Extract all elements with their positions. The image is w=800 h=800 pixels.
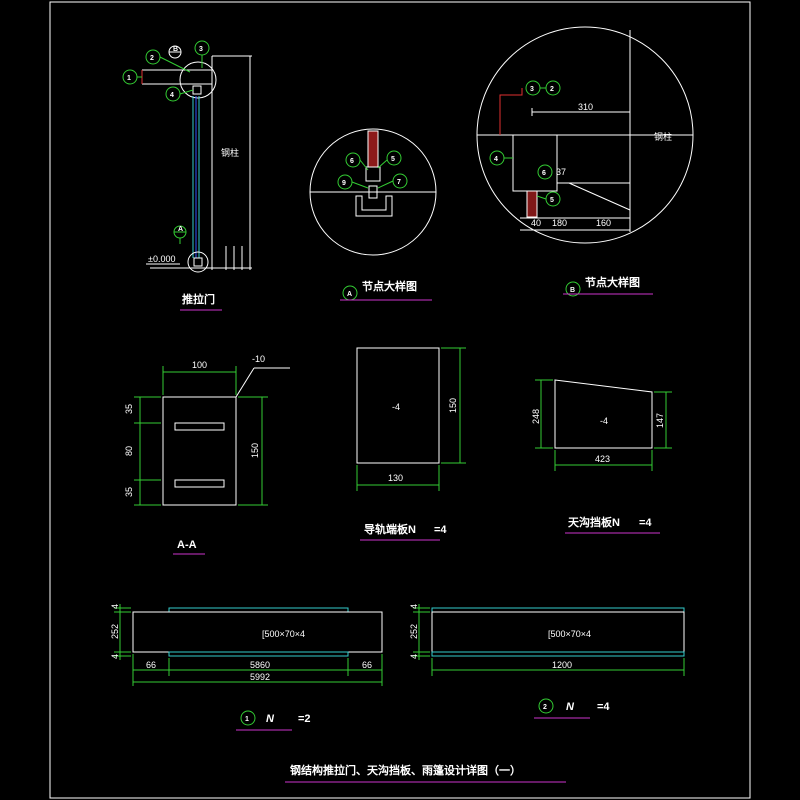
beam-2-n-label: N [566, 701, 575, 713]
node-b-dim-180: 180 [552, 218, 567, 228]
sheet-border [49, 1, 751, 799]
node-b-callout-6: 6 [537, 164, 553, 180]
beam-1-qty: =2 [298, 713, 311, 725]
beam-2-dim-4-top: 4 [409, 604, 419, 609]
callout-3-number: 3 [199, 46, 203, 53]
beam-2-qty: =4 [597, 701, 610, 713]
node-b-callout-2-number: 2 [550, 86, 554, 93]
node-a-title-mark-letter: A [347, 291, 352, 298]
node-b-detail: 310 钢柱 37 40 180 160 3 2 4 6 [476, 26, 694, 297]
node-a-callout-6-number: 6 [350, 158, 354, 165]
beam-2-section-label: [500×70×4 [548, 629, 591, 639]
rail-end-plate-qty: =4 [434, 524, 447, 536]
beam-1-dim-4-top: 4 [110, 604, 120, 609]
beam-1-dim-4-bottom: 4 [110, 654, 120, 659]
sliding-door-title: 推拉门 [182, 292, 215, 306]
aa-dim-150: 150 [250, 443, 260, 458]
gutter-plate-qty: =4 [639, 517, 652, 529]
node-a-title: 节点大样图 [362, 279, 417, 293]
section-mark-b-top: B [168, 45, 182, 59]
beam-2-dim-252: 252 [409, 624, 419, 639]
node-a-callout-7: 7 [377, 173, 408, 189]
beam-1-mark: 1 [240, 710, 256, 726]
gutter-dim-147: 147 [655, 413, 665, 428]
node-b-dim-310: 310 [578, 102, 593, 112]
node-b-callout-4-number: 4 [494, 156, 498, 163]
node-b-title-mark: B [565, 281, 581, 297]
beam-2: [500×70×4 4 252 4 1200 2 N =4 [409, 604, 685, 719]
callout-3: 3 [194, 40, 210, 68]
node-a-callout-9: 9 [337, 174, 369, 190]
node-b-dim-160: 160 [596, 218, 611, 228]
gutter-dim-248: 248 [531, 409, 541, 424]
node-a-callout-9-number: 9 [342, 180, 346, 187]
beam-1-dim-252: 252 [110, 624, 120, 639]
rail-end-plate: -4 130 150 导轨端板N =4 [356, 347, 466, 541]
node-a-callout-5-number: 5 [391, 156, 395, 163]
node-a-callout-5: 5 [377, 150, 402, 169]
beam-2-mark: 2 [538, 698, 554, 714]
section-mark-a: A [173, 225, 187, 244]
node-b-callout-3-number: 3 [530, 86, 534, 93]
beam-2-dim-1200: 1200 [552, 660, 572, 670]
main-title: 钢结构推拉门、天沟挡板、雨篷设计详图（一） [290, 763, 521, 777]
node-a-callout-7-number: 7 [397, 179, 401, 186]
node-b-steel-column-label: 钢柱 [654, 131, 672, 142]
rail-dim-150: 150 [448, 398, 458, 413]
aa-dim-35-bottom: 35 [124, 487, 134, 497]
beam-1-dim-5992: 5992 [250, 672, 270, 682]
beam-1-section-label: [500×70×4 [262, 629, 305, 639]
node-b-callout-5-number: 5 [550, 197, 554, 204]
gutter-dim-423: 423 [595, 454, 610, 464]
rail-plate-thickness: -4 [392, 402, 400, 412]
section-aa: 100 -10 35 80 35 150 A-A [124, 354, 290, 555]
gutter-plate-thickness: -4 [600, 416, 608, 426]
node-b-callout-5: 5 [536, 191, 561, 207]
aa-dim-35-top: 35 [124, 404, 134, 414]
section-mark-a-letter: A [178, 226, 183, 233]
callout-2-number: 2 [150, 55, 154, 62]
beam-1-n-label: N [266, 713, 275, 725]
node-b-title-mark-letter: B [570, 287, 575, 294]
callout-4: 4 [165, 86, 194, 102]
node-a-callout-6: 6 [345, 152, 369, 171]
sliding-door-elevation: 钢柱 ±0.000 1 2 B 3 4 [122, 40, 252, 311]
beam-1-mark-number: 1 [245, 716, 249, 723]
steel-column-label: 钢柱 [221, 147, 239, 158]
elevation-label: ±0.000 [148, 254, 175, 264]
beam-1-dim-5860: 5860 [250, 660, 270, 670]
node-b-dim-37: 37 [556, 167, 566, 177]
aa-dim-80: 80 [124, 446, 134, 456]
beam-1-dim-66-right: 66 [362, 660, 372, 670]
section-aa-title: A-A [177, 539, 197, 551]
node-b-dim-40: 40 [531, 218, 541, 228]
callout-4-number: 4 [170, 92, 174, 99]
callout-1: 1 [122, 69, 142, 85]
beam-1: [500×70×4 4 252 4 66 5860 66 5992 1 N =2 [110, 604, 383, 731]
section-mark-b-top-letter: B [173, 46, 178, 53]
rail-end-plate-title: 导轨端板N [364, 522, 416, 536]
gutter-baffle-plate: -4 248 423 147 天沟挡板N =4 [531, 379, 672, 534]
callout-1-number: 1 [127, 75, 131, 82]
beam-1-dim-66-left: 66 [146, 660, 156, 670]
node-b-callout-4: 4 [489, 150, 513, 166]
beam-2-mark-number: 2 [543, 704, 547, 711]
aa-dim-100: 100 [192, 360, 207, 370]
gutter-plate-title: 天沟挡板N [568, 515, 620, 529]
callout-2: 2 [145, 49, 191, 73]
node-b-title: 节点大样图 [585, 275, 640, 289]
aa-plate-thickness: -10 [252, 354, 265, 364]
beam-2-dim-4-bottom: 4 [409, 654, 419, 659]
rail-dim-130: 130 [388, 473, 403, 483]
node-a-detail: 6 5 9 7 A 节点大样图 [309, 128, 437, 301]
node-b-callout-6-number: 6 [542, 170, 546, 177]
